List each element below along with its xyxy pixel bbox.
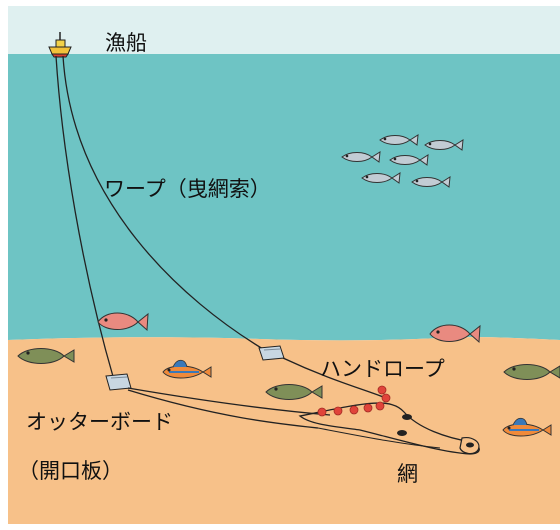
- label-hand-rope: ハンドロープ: [320, 357, 445, 381]
- goby-icon: [162, 359, 212, 379]
- label-warp: ワープ（曳網索）: [104, 177, 271, 201]
- redfish-icon: [429, 324, 481, 344]
- float-icon: [317, 385, 391, 417]
- boat-icon: [48, 32, 72, 58]
- sky: [8, 6, 560, 54]
- net-weight: [466, 442, 474, 448]
- net-weight: [397, 430, 407, 436]
- label-otter-board-jp: （開口板）: [18, 459, 123, 483]
- warp-left: [55, 55, 115, 381]
- mackerel-icon: [341, 134, 464, 188]
- label-net: 網: [397, 462, 418, 486]
- net-inner: [317, 427, 441, 449]
- otter-board-icon: [258, 345, 285, 361]
- hand-rope-left-low: [127, 389, 319, 429]
- flatfish-icon: [265, 384, 323, 400]
- label-fishing-boat: 漁船: [105, 31, 147, 55]
- label-otter-board: オッターボード: [26, 410, 173, 434]
- net-weight: [402, 414, 412, 420]
- seabed: [8, 337, 560, 524]
- flatfish-icon: [17, 348, 75, 364]
- flatfish-icon: [503, 364, 560, 380]
- warp-right: [62, 55, 269, 353]
- otter-board-icon: [105, 373, 132, 391]
- redfish-icon: [97, 312, 149, 332]
- hand-rope-left: [127, 387, 331, 416]
- sea: [8, 54, 560, 341]
- hand-rope-right: [282, 357, 387, 399]
- goby-icon: [502, 417, 552, 437]
